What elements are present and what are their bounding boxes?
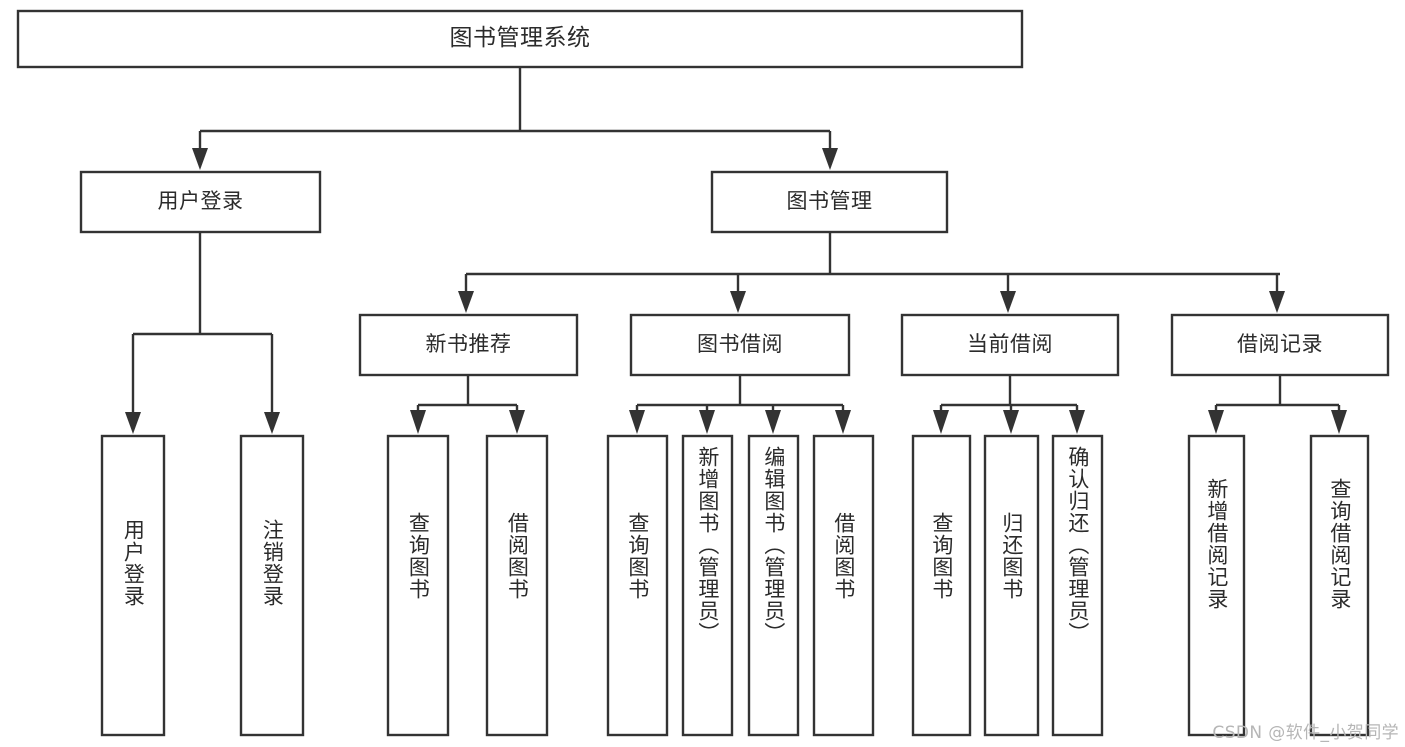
edge-group-borrow-record: [1208, 375, 1347, 434]
node-box-leaf-user-login[interactable]: [100, 434, 166, 737]
arrowhead-leaf-query-book-1: [410, 410, 426, 434]
arrowhead-user-login: [192, 148, 208, 170]
node-box-leaf-query-book-1[interactable]: [386, 434, 450, 737]
node-box-root[interactable]: [16, 9, 1024, 69]
node-box-leaf-add-book[interactable]: [681, 434, 734, 737]
edge-group-book-mgmt: [458, 232, 1285, 313]
node-box-leaf-edit-book[interactable]: [747, 434, 800, 737]
arrowhead-leaf-confirm-return: [1069, 410, 1085, 434]
edge-group-user-login: [125, 232, 280, 434]
arrowhead-leaf-query-book-3: [933, 410, 949, 434]
node-box-current-borrow[interactable]: [900, 313, 1120, 377]
node-box-leaf-borrow-book-2[interactable]: [812, 434, 875, 737]
arrowhead-new-book: [458, 291, 474, 313]
arrowhead-leaf-return-book: [1003, 410, 1019, 434]
node-box-leaf-logout[interactable]: [239, 434, 305, 737]
node-box-new-book-recommend[interactable]: [358, 313, 579, 377]
arrowhead-leaf-user-login: [125, 412, 141, 434]
edge-group-new-book: [410, 375, 525, 434]
node-box-leaf-confirm-return[interactable]: [1051, 434, 1104, 737]
arrowhead-book-borrow: [730, 291, 746, 313]
arrowhead-leaf-query-book-2: [629, 410, 645, 434]
node-box-leaf-query-book-2[interactable]: [606, 434, 669, 737]
arrowhead-leaf-borrow-book-1: [509, 410, 525, 434]
arrowhead-leaf-borrow-book-2: [835, 410, 851, 434]
arrowhead-leaf-add-record: [1208, 410, 1224, 434]
node-box-book-borrow[interactable]: [629, 313, 851, 377]
edge-group-root: [192, 67, 838, 170]
node-box-leaf-query-book-3[interactable]: [911, 434, 972, 737]
arrowhead-leaf-add-book: [699, 410, 715, 434]
edge-group-book-borrow: [629, 375, 851, 434]
arrowhead-book-mgmt: [822, 148, 838, 170]
node-box-borrow-record[interactable]: [1170, 313, 1390, 377]
node-box-leaf-add-record[interactable]: [1187, 434, 1246, 737]
arrowhead-leaf-logout: [264, 412, 280, 434]
node-box-leaf-query-record[interactable]: [1309, 434, 1370, 737]
edge-group-current-borrow: [933, 375, 1085, 434]
node-box-user-login[interactable]: [79, 170, 322, 234]
node-box-leaf-borrow-book-1[interactable]: [485, 434, 549, 737]
arrowhead-leaf-query-record: [1331, 410, 1347, 434]
arrowhead-leaf-edit-book: [765, 410, 781, 434]
arrowhead-borrow-record: [1269, 291, 1285, 313]
node-box-book-management[interactable]: [710, 170, 949, 234]
arrowhead-current-borrow: [1000, 291, 1016, 313]
node-box-leaf-return-book[interactable]: [983, 434, 1040, 737]
